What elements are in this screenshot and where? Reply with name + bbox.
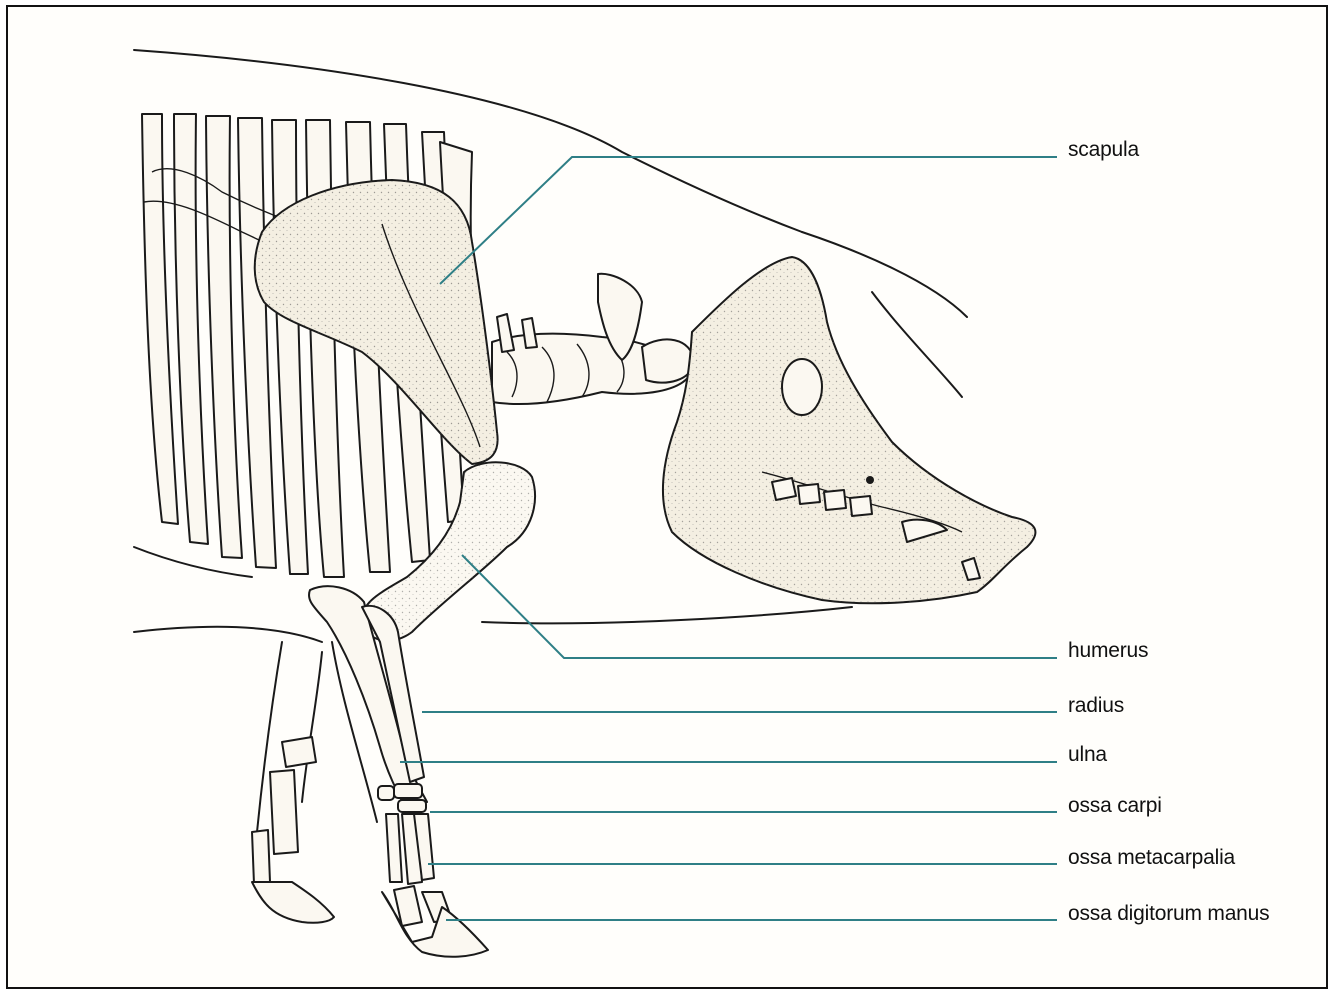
label-ossa-metacarpalia: ossa metacarpalia	[1068, 847, 1235, 868]
front-foot-bones	[378, 784, 488, 957]
label-scapula: scapula	[1068, 139, 1139, 160]
label-ossa-carpi: ossa carpi	[1068, 795, 1162, 816]
label-ossa-digitorum-manus: ossa digitorum manus	[1068, 903, 1269, 924]
skull-bone	[663, 257, 1035, 603]
label-radius: radius	[1068, 695, 1124, 716]
cervical-vertebrae	[492, 274, 694, 404]
leader-line-scapula	[440, 157, 1057, 284]
diagram-frame: scapula humerus radius ulna ossa carpi o…	[6, 5, 1328, 989]
label-ulna: ulna	[1068, 744, 1107, 765]
label-humerus: humerus	[1068, 640, 1148, 661]
